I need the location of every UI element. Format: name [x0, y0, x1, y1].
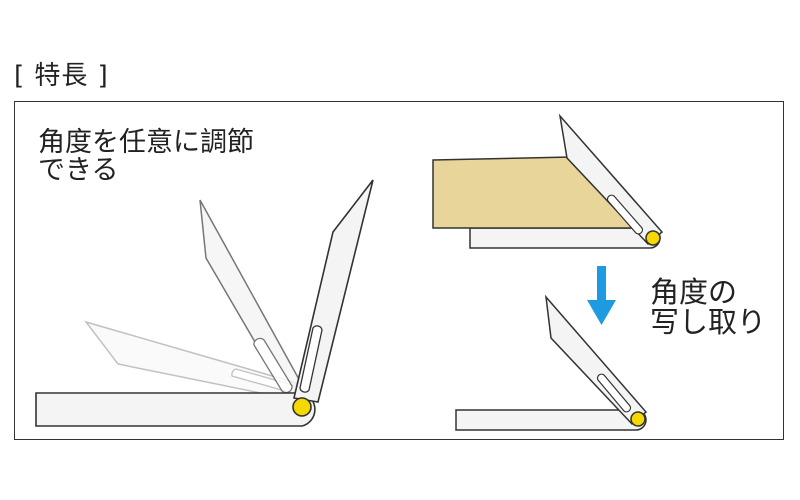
- caption-adjust-line2: できる: [38, 155, 119, 187]
- right-top-illustration: [432, 113, 664, 249]
- feature-panel: [14, 101, 784, 440]
- caption-adjust-line1: 角度を任意に調節: [38, 127, 254, 158]
- left-bevel-illustration: [35, 179, 374, 427]
- caption-adjust-angle: 角度を任意に調節 できる: [38, 127, 254, 187]
- copy-stock-top: [469, 227, 661, 249]
- bevel-stock: [35, 392, 316, 427]
- down-arrow-icon: [587, 266, 616, 325]
- pivot-screw-top: [645, 230, 661, 246]
- caption-copy-angle: 角度の 写し取り: [650, 275, 767, 339]
- pivot-screw-bottom: [630, 411, 646, 427]
- caption-copy-line2: 写し取り: [650, 304, 767, 339]
- pivot-screw: [292, 397, 312, 417]
- bevel-blade: [293, 179, 374, 403]
- copy-blade-top: [558, 113, 664, 246]
- copy-blade-bottom: [544, 294, 648, 426]
- right-bottom-illustration: [455, 294, 648, 431]
- caption-copy-line1: 角度の: [650, 275, 738, 309]
- section-title: [ 特長 ]: [14, 61, 109, 91]
- copy-stock-bottom: [455, 409, 647, 431]
